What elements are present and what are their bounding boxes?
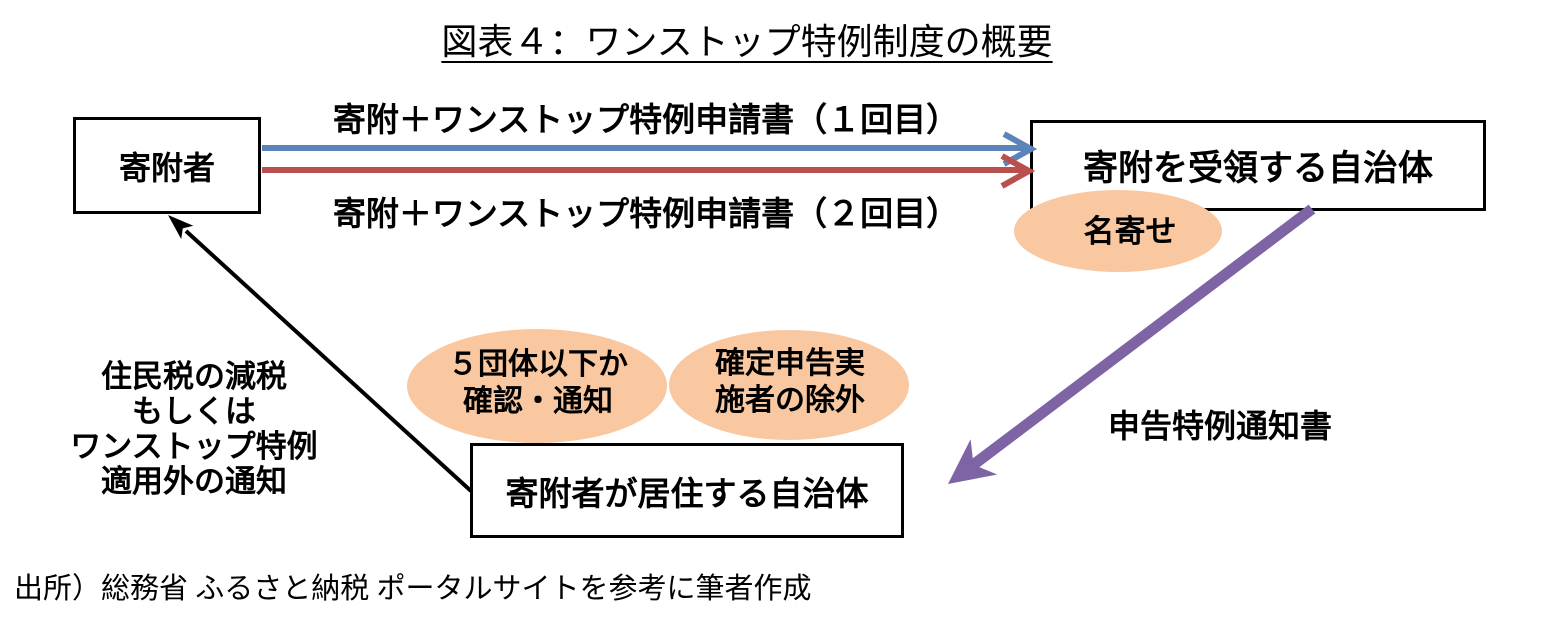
receiving-municipality-box: 寄附を受領する自治体 [1030, 120, 1486, 211]
receiving-municipality-label: 寄附を受領する自治体 [1082, 149, 1433, 188]
application2-label: 寄附＋ワンストップ特例申請書（２回目） [332, 195, 960, 232]
figure-title: 図表４：ワンストップ特例制度の概要 [441, 22, 1053, 62]
notification-label: 申告特例通知書 [1108, 408, 1333, 444]
five-groups-line: ５団体以下か [448, 348, 628, 381]
application1-label: 寄附＋ワンストップ特例申請書（１回目） [332, 101, 960, 138]
tax-reduction-note: 住民税の減税 もしくは ワンストップ特例 適用外の通知 [38, 359, 350, 499]
tax-reduction-line: ワンストップ特例 [70, 429, 318, 464]
tax-reduction-line: もしくは [132, 394, 256, 429]
tax-reduction-arrowhead [168, 215, 194, 240]
donor-label: 寄附者 [118, 149, 215, 186]
name-matching-label: 名寄せ [1083, 214, 1177, 249]
tax-reduction-line: 住民税の減税 [101, 359, 287, 394]
five-groups-line: 確認・通知 [463, 385, 613, 418]
tax-reduction-line: 適用外の通知 [101, 464, 287, 499]
final-return-line: 施者の除外 [715, 384, 865, 417]
final-return-label: 確定申告実 施者の除外 [669, 345, 911, 419]
notification-arrowhead [948, 439, 998, 484]
residence-municipality-box: 寄附者が居住する自治体 [470, 443, 904, 538]
residence-municipality-label: 寄附者が居住する自治体 [505, 474, 869, 512]
application2-arrowhead [1000, 153, 1036, 189]
donor-box: 寄附者 [73, 117, 261, 214]
application1-arrowhead [1002, 131, 1038, 167]
final-return-line: 確定申告実 [715, 347, 865, 380]
source-note: 出所）総務省 ふるさと納税 ポータルサイトを参考に筆者作成 [14, 573, 812, 605]
five-groups-label: ５団体以下か 確認・通知 [407, 346, 669, 420]
